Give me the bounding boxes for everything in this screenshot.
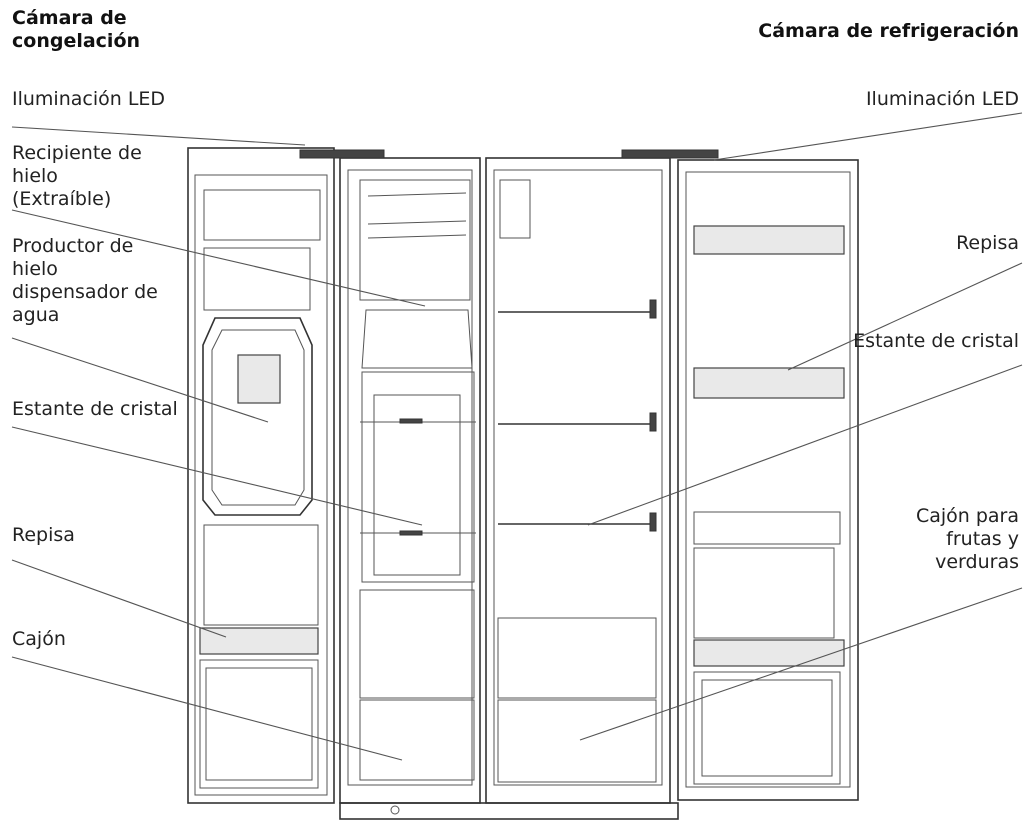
label-glass-shelf-left: Estante de cristal <box>12 398 178 420</box>
label-led-left: Iluminación LED <box>12 88 166 110</box>
leader-lines <box>11 112 1023 761</box>
label-door-shelf-left: Repisa <box>12 524 75 546</box>
fridge-door <box>677 159 859 801</box>
fridge-cabinet <box>485 157 671 804</box>
label-ice-container: Recipiente de hielo (Extraíble) <box>12 142 142 210</box>
led-strip-right <box>621 149 719 159</box>
freezer-door <box>187 147 335 804</box>
label-glass-shelf-right: Estante de cristal <box>853 330 1019 352</box>
freezer-compartment-heading: Cámara de congelación <box>12 7 141 52</box>
label-led-right: Iluminación LED <box>865 88 1019 110</box>
label-drawer: Cajón <box>12 628 66 650</box>
label-door-shelf-right: Repisa <box>956 232 1019 254</box>
freezer-cabinet <box>339 157 679 820</box>
fridge-compartment-heading: Cámara de refrigeración <box>758 20 1019 42</box>
label-ice-maker: Productor de hielo dispensador de agua <box>12 235 158 326</box>
led-strip-left <box>299 149 385 159</box>
label-crisper: Cajón para frutas y verduras <box>915 505 1019 573</box>
